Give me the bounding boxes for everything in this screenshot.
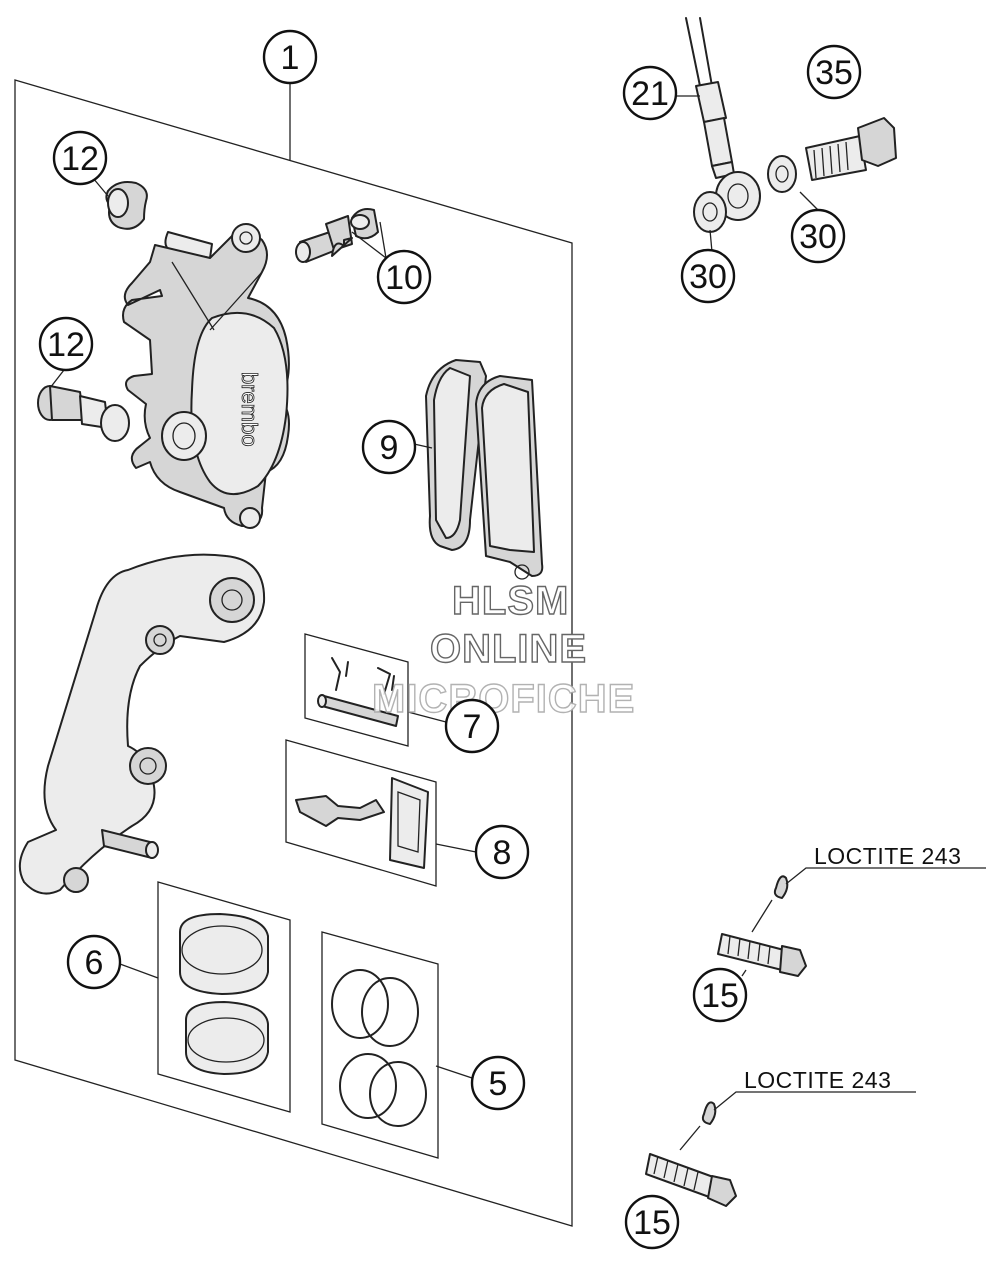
leader-6 <box>119 963 159 979</box>
bleeder-screw-10[interactable] <box>295 215 353 263</box>
leader-15-upper <box>741 969 747 977</box>
svg-text:15: 15 <box>633 1204 671 1242</box>
leader-15-lower-drop <box>679 1125 701 1151</box>
bolt-12-lower[interactable] <box>37 385 130 442</box>
callout-21[interactable]: 21 <box>622 65 678 121</box>
caliper-brand-label: brembo <box>237 372 262 447</box>
spring-kit-8[interactable] <box>285 739 437 887</box>
callout-7[interactable]: 7 <box>444 698 500 754</box>
loctite-lower-leader <box>713 1091 916 1111</box>
washer-30-right[interactable] <box>767 155 797 193</box>
loctite-note-upper: LOCTITE 243 <box>814 843 961 869</box>
watermark-line-3: MICROFICHE <box>372 677 635 721</box>
leader-8 <box>435 843 477 853</box>
callout-12-top[interactable]: 12 <box>52 130 108 186</box>
svg-text:6: 6 <box>85 944 104 982</box>
brake-hose-21[interactable] <box>685 17 761 221</box>
svg-text:1: 1 <box>281 39 300 77</box>
watermark-line-1: HLSM <box>452 579 569 623</box>
brake-caliper[interactable]: brembo <box>122 223 290 529</box>
caliper-bracket[interactable] <box>18 553 266 895</box>
callout-5[interactable]: 5 <box>470 1055 526 1111</box>
svg-text:9: 9 <box>380 429 399 467</box>
callout-10[interactable]: 10 <box>376 249 432 305</box>
loctite-drop-lower-icon <box>701 1101 717 1125</box>
loctite-drop-upper-icon <box>773 875 789 899</box>
svg-text:15: 15 <box>701 977 739 1015</box>
loctite-upper-leader <box>785 867 986 885</box>
callout-35[interactable]: 35 <box>806 44 862 100</box>
kit-panel <box>14 79 573 1227</box>
leader-30-left <box>709 229 713 253</box>
washer-30-left[interactable] <box>693 191 727 233</box>
svg-text:21: 21 <box>631 75 669 113</box>
svg-text:35: 35 <box>815 54 853 92</box>
bolt-15-upper[interactable] <box>717 875 807 977</box>
leader-5 <box>435 1065 473 1079</box>
svg-text:7: 7 <box>463 708 482 746</box>
callout-30-left[interactable]: 30 <box>680 248 736 304</box>
seal-kit-5[interactable] <box>321 931 439 1159</box>
callout-9[interactable]: 9 <box>361 419 417 475</box>
svg-text:12: 12 <box>61 140 99 178</box>
bushing-12-top[interactable] <box>105 181 148 230</box>
callout-12-lower[interactable]: 12 <box>38 316 94 372</box>
leader-15-upper-drop <box>751 899 773 933</box>
watermark-line-2: ONLINE <box>430 627 587 671</box>
svg-text:8: 8 <box>493 834 512 872</box>
callout-30-right[interactable]: 30 <box>790 208 846 264</box>
callout-8[interactable]: 8 <box>474 824 530 880</box>
callout-6[interactable]: 6 <box>66 934 122 990</box>
leader-7 <box>407 711 447 723</box>
brake-pads-9[interactable] <box>425 359 544 580</box>
callout-15-lower[interactable]: 15 <box>624 1194 680 1250</box>
svg-text:30: 30 <box>689 258 727 296</box>
banjo-bolt-35[interactable] <box>805 117 897 181</box>
loctite-note-lower: LOCTITE 243 <box>744 1067 891 1093</box>
callout-1[interactable]: 1 <box>262 29 318 85</box>
leader-9 <box>413 443 433 449</box>
svg-text:5: 5 <box>489 1065 508 1103</box>
leader-30-right <box>799 191 821 213</box>
piston-kit-6[interactable] <box>157 881 291 1113</box>
svg-text:30: 30 <box>799 218 837 256</box>
svg-text:12: 12 <box>47 326 85 364</box>
svg-text:10: 10 <box>385 259 423 297</box>
bleeder-cap-10[interactable] <box>350 208 379 240</box>
leader-12-lower <box>49 369 65 389</box>
bolt-15-lower[interactable] <box>645 1101 737 1207</box>
callout-15-upper[interactable]: 15 <box>692 967 748 1023</box>
pin-kit-7[interactable] <box>304 633 409 747</box>
